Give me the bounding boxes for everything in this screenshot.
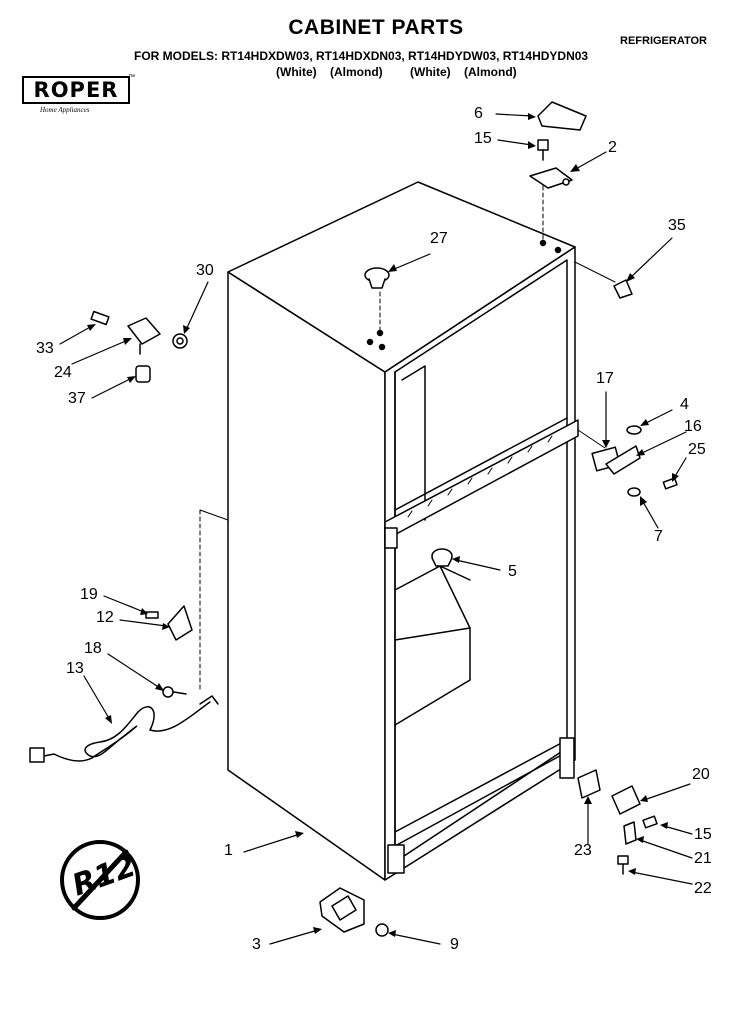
r12-refrigerant-seal <box>60 840 140 920</box>
callout-33: 33 <box>36 340 54 357</box>
callout-6: 6 <box>474 105 483 122</box>
color-label: (White) <box>276 65 317 79</box>
callout-25: 25 <box>688 441 706 458</box>
bottom-hinge-part <box>319 887 389 937</box>
callout-5: 5 <box>508 563 517 580</box>
screw-part <box>537 139 549 161</box>
callout-35: 35 <box>668 217 686 234</box>
callout-17: 17 <box>596 370 614 387</box>
appliance-category: REFRIGERATOR <box>620 35 707 47</box>
lower-hinge-group-part <box>577 769 658 875</box>
plug-button-part <box>364 267 390 289</box>
callout-23: 23 <box>574 842 592 859</box>
callout-37: 37 <box>68 390 86 407</box>
callout-18: 18 <box>84 640 102 657</box>
color-label: (Almond) <box>330 65 383 79</box>
hinge-cover-part <box>537 101 587 131</box>
callout-16: 16 <box>684 418 702 435</box>
callout-22: 22 <box>694 880 712 897</box>
logo-wordmark: ROPER <box>22 76 130 104</box>
callout-leaders <box>59 113 693 945</box>
hinge-cap-part <box>613 279 633 299</box>
ground-screw-part <box>162 686 187 698</box>
callout-9: 9 <box>450 936 459 953</box>
logo-tagline: Home Appliances <box>40 106 90 114</box>
cabinet-body <box>199 181 616 881</box>
callout-3: 3 <box>252 936 261 953</box>
callout-30: 30 <box>196 262 214 279</box>
page-title: CABINET PARTS <box>288 16 464 39</box>
button-part <box>431 548 453 567</box>
color-label: (White) <box>410 65 451 79</box>
callout-12: 12 <box>96 609 114 626</box>
callout-15-top: 15 <box>474 130 492 147</box>
color-label: (Almond) <box>464 65 517 79</box>
callout-2: 2 <box>608 139 617 156</box>
callout-15-bottom: 15 <box>694 826 712 843</box>
callout-21: 21 <box>694 850 712 867</box>
callout-7: 7 <box>654 528 663 545</box>
logo-trademark: ™ <box>128 74 135 81</box>
callout-1: 1 <box>224 842 233 859</box>
power-cord-part <box>29 695 219 763</box>
callout-20: 20 <box>692 766 710 783</box>
callout-24: 24 <box>54 364 72 381</box>
fitting-group-part <box>90 310 188 383</box>
callout-27: 27 <box>430 230 448 247</box>
models-line: FOR MODELS: RT14HDXDW03, RT14HDXDN03, RT… <box>134 49 589 63</box>
cord-clamp-part <box>145 605 193 641</box>
callout-13: 13 <box>66 660 84 677</box>
middle-hinge-group-part <box>591 425 678 497</box>
callout-19: 19 <box>80 586 98 603</box>
top-hinge-part <box>529 167 573 189</box>
callout-4: 4 <box>680 396 689 413</box>
brand-logo: ROPER ™ Home Appliances <box>22 74 135 118</box>
